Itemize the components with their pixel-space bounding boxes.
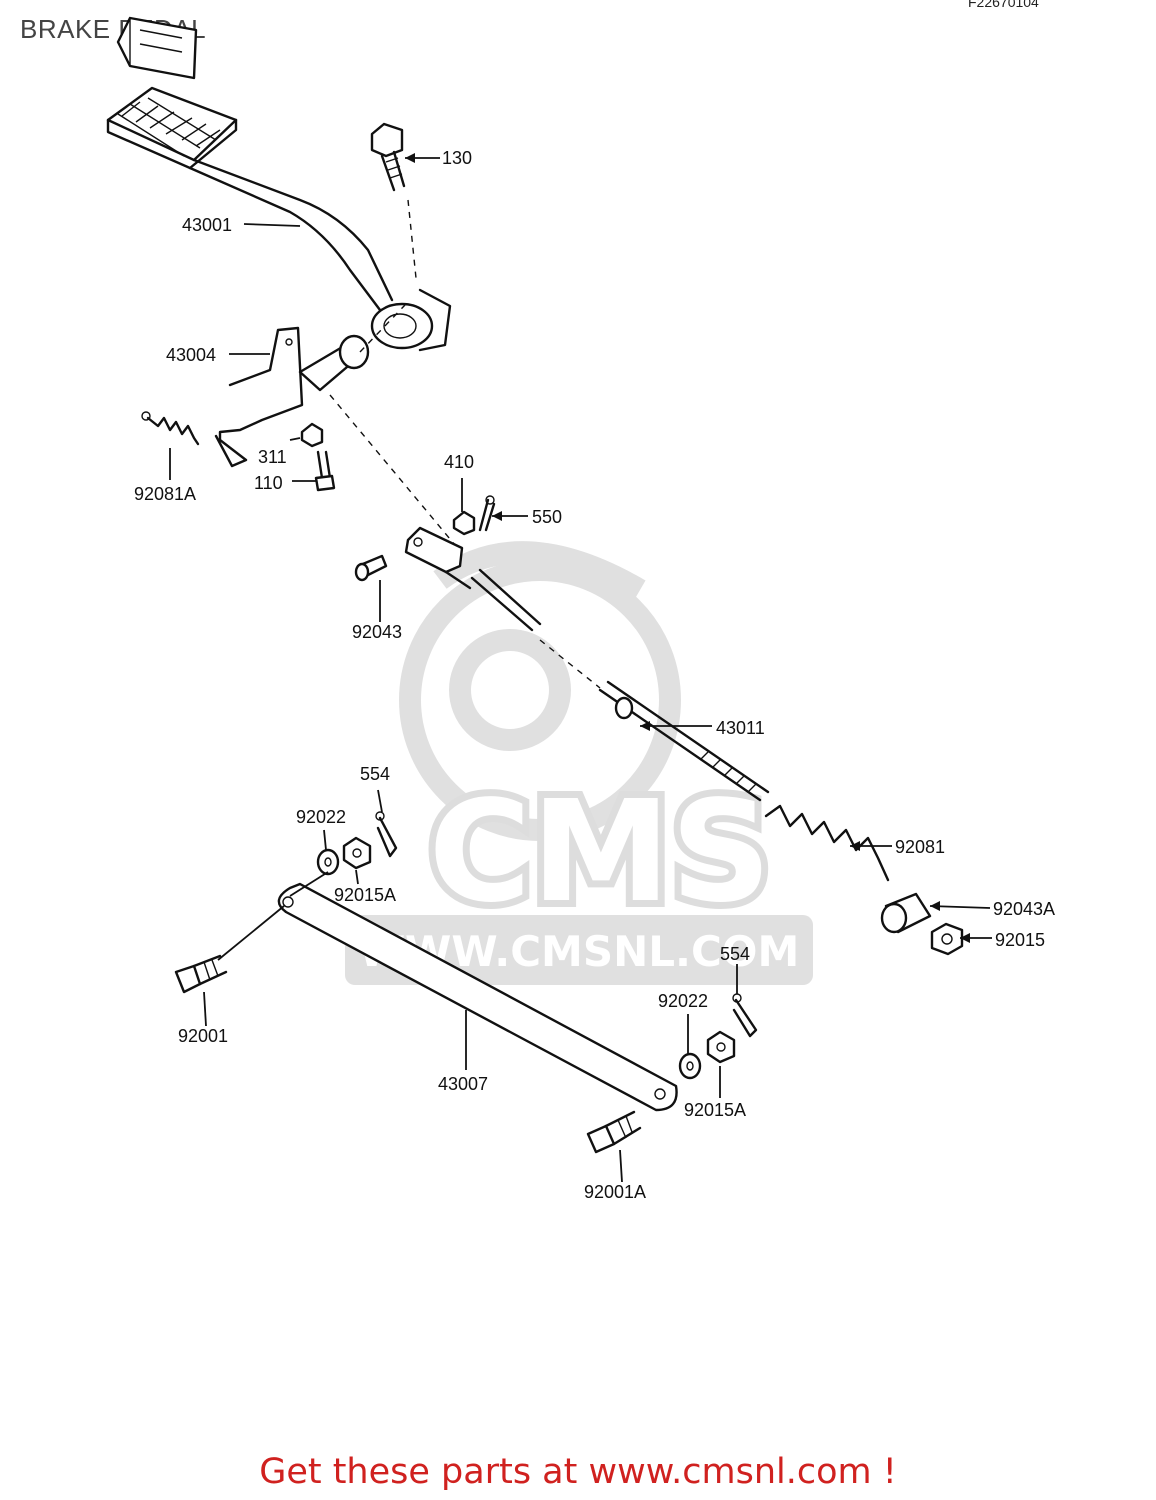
callout-110: 110	[254, 473, 283, 493]
callout-92001: 92001	[178, 1026, 228, 1046]
callout-92022-lower: 92022	[658, 991, 708, 1011]
callout-92081: 92081	[895, 837, 945, 857]
callout-92015a-upper: 92015A	[334, 885, 396, 905]
callout-labels: 130 43001 43004 92081A 311 110 410 550 9…	[134, 148, 1055, 1202]
callout-410: 410	[444, 452, 474, 472]
washer-92022-upper-icon	[316, 848, 340, 876]
parts-diagram: CMS WWW.CMSNL.COM	[106, 16, 1055, 1202]
bolt-130-icon	[370, 122, 406, 192]
mascot-icon	[399, 541, 681, 841]
callout-43001: 43001	[182, 215, 232, 235]
leader-lines	[169, 157, 992, 1183]
pedal-shaft	[214, 326, 370, 468]
watermark-band	[345, 915, 813, 985]
callout-92022-upper: 92022	[296, 807, 346, 827]
brake-rod-clevis	[404, 526, 472, 590]
bolt-110-icon	[314, 450, 336, 492]
spring-92081a-icon	[141, 411, 200, 446]
nut-92015a-upper-icon	[342, 836, 372, 870]
bolt-92001a-icon	[586, 1110, 642, 1154]
nut-410-icon	[452, 510, 476, 536]
watermark-brand: CMS	[429, 771, 772, 934]
callout-43004: 43004	[166, 345, 216, 365]
callout-130: 130	[442, 148, 472, 168]
callout-554-lower: 554	[720, 944, 750, 964]
front-arrow-icon	[116, 16, 198, 80]
footer-cta-link[interactable]: Get these parts at www.cmsnl.com !	[259, 1452, 897, 1492]
callout-92043: 92043	[352, 622, 402, 642]
nut-92015-icon	[930, 922, 964, 956]
callout-92015a-lower: 92015A	[684, 1100, 746, 1120]
cotter-554-lower-icon	[732, 993, 758, 1038]
callout-554-upper: 554	[360, 764, 390, 784]
callout-550: 550	[532, 507, 562, 527]
callout-311: 311	[258, 447, 287, 467]
diagram-code: F22670104	[968, 0, 1039, 10]
callout-92015: 92015	[995, 930, 1045, 950]
watermark: CMS WWW.CMSNL.COM	[345, 541, 813, 985]
callout-43011: 43011	[716, 718, 765, 738]
callout-92001a: 92001A	[584, 1182, 646, 1202]
brake-link-rod	[277, 882, 678, 1112]
joint-92043a-icon	[880, 892, 932, 934]
callout-43007: 43007	[438, 1074, 488, 1094]
bolt-92001-icon	[174, 954, 228, 994]
cotter-pin-550-icon	[478, 495, 496, 532]
washer-92022-lower-icon	[678, 1052, 702, 1080]
nut-92015a-lower-icon	[706, 1030, 736, 1064]
brake-pedal	[106, 86, 452, 352]
nut-311-icon	[300, 422, 324, 448]
callout-92043a: 92043A	[993, 899, 1055, 919]
callout-92081a: 92081A	[134, 484, 196, 504]
clevis-pin-92043-icon	[354, 554, 388, 582]
leader-arrowheads	[405, 153, 970, 943]
spring-92081-icon	[764, 804, 890, 882]
brake-rod	[470, 568, 770, 802]
cotter-554-upper-icon	[375, 811, 398, 858]
